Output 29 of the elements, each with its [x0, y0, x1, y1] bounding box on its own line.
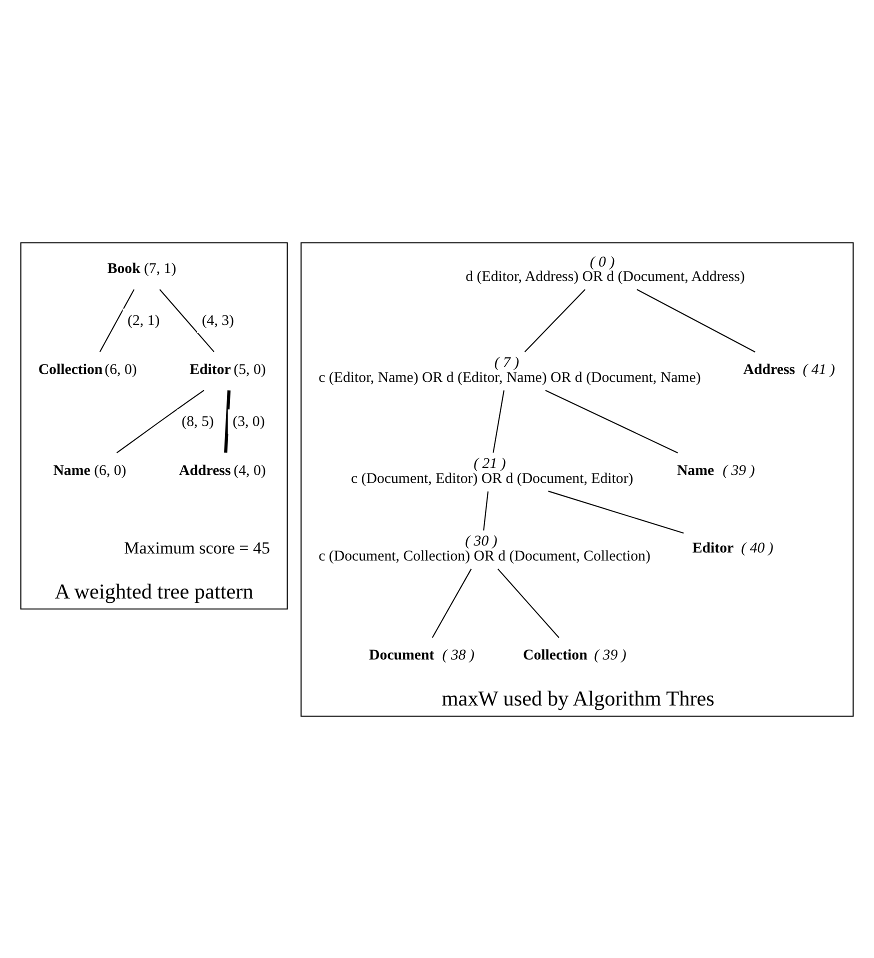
edge-label: (2, 1) — [128, 312, 160, 329]
node-text: Book — [107, 260, 140, 277]
node-label: ( 40 ) — [741, 540, 774, 556]
node-text: ( 30 ) c (Document, Collection) OR d (Document, Collection) — [318, 533, 650, 564]
node-text: Name — [676, 462, 714, 478]
node-label: (7, 1) — [144, 260, 176, 277]
node-text: Name — [53, 462, 90, 478]
node-label: ( 39 ) — [594, 647, 626, 664]
node-text: ( 0 ) d (Editor, Address) OR d (Document, Address) — [466, 254, 745, 285]
node-label: ( 38 ) — [442, 647, 474, 664]
node-label: (6, 0) — [94, 462, 126, 478]
node-text: Address — [743, 362, 796, 378]
label: Maximum score = 45 — [124, 538, 270, 558]
node-text: ( 21 ) c (Document, Editor) OR d (Document, Editor) — [351, 456, 634, 486]
node-label: (5, 0) — [234, 362, 266, 378]
node-label: (4, 0) — [234, 462, 266, 478]
edge-label: (3, 0) — [232, 414, 265, 430]
edge-label: (8, 5) — [182, 414, 214, 430]
node-text: Collection — [38, 362, 103, 378]
node-text: Editor — [190, 362, 231, 378]
node-text: Address — [179, 462, 231, 478]
node-text: ( 7 ) c (Editor, Name) OR d (Editor, Name) OR d (Document, Name) — [318, 354, 701, 386]
node-text: Editor — [692, 540, 734, 556]
node-label: ( 39 ) — [722, 462, 755, 478]
node-text: Collection — [523, 647, 588, 664]
node-label: (6, 0) — [104, 362, 137, 378]
node-text: Document — [369, 647, 434, 664]
edge-label: (4, 3) — [202, 312, 234, 329]
node-label: ( 41 ) — [802, 362, 835, 378]
